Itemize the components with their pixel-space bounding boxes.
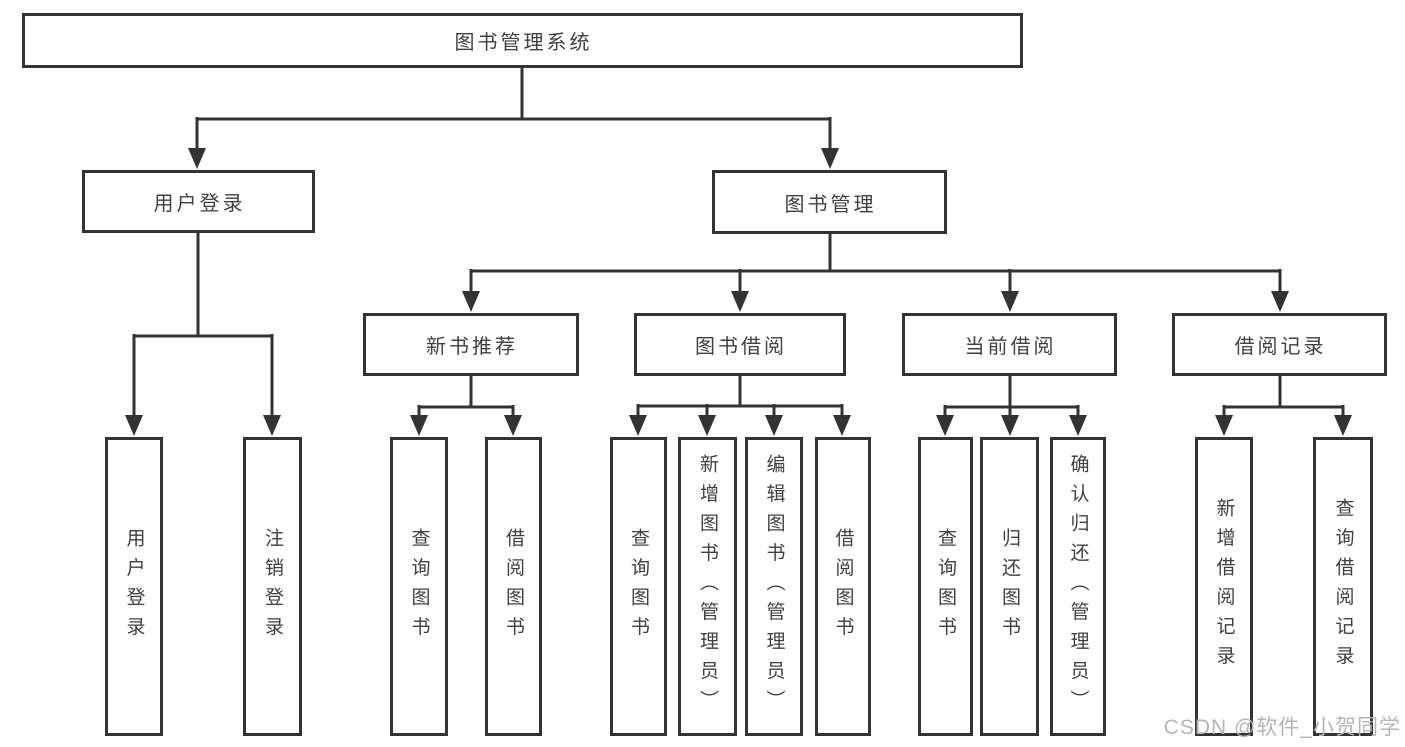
leaf-edit-books-admin: 编辑图书（管理员）	[745, 437, 803, 736]
node-label: 借阅记录	[1234, 336, 1327, 358]
leaf-user-login: 用户登录	[105, 437, 163, 736]
node-label: 新增借阅记录	[1213, 498, 1235, 675]
leaf-query-books-borrowing: 查询图书	[610, 437, 667, 736]
node-label: 新书推荐	[426, 336, 518, 358]
node-user-login: 用户登录	[82, 170, 315, 233]
leaf-borrow-books: 借阅图书	[815, 437, 871, 736]
node-label: 查询图书	[628, 527, 649, 646]
leaf-return-books: 归还图书	[980, 437, 1039, 736]
node-current-borrowing: 当前借阅	[902, 313, 1117, 376]
leaf-add-books-admin: 新增图书（管理员）	[678, 437, 737, 736]
node-label: 借阅图书	[832, 527, 854, 646]
leaf-borrow-books-recommend: 借阅图书	[485, 437, 542, 736]
node-label: 新增图书（管理员）	[697, 453, 718, 720]
node-label: 归还图书	[999, 527, 1020, 646]
csdn-watermark: CSDN @软件_小贺同学	[1163, 716, 1401, 739]
node-label: 借阅图书	[503, 527, 524, 646]
node-label: 用户登录	[153, 193, 246, 215]
node-label: 编辑图书（管理员）	[763, 453, 785, 720]
leaf-logout: 注销登录	[243, 437, 302, 736]
node-book-management: 图书管理	[712, 170, 947, 234]
node-book-borrowing: 图书借阅	[634, 313, 846, 376]
node-label: 查询图书	[408, 527, 430, 646]
node-label: 查询借阅记录	[1332, 498, 1354, 675]
leaf-query-borrow-record: 查询借阅记录	[1313, 437, 1373, 736]
leaf-query-books-current: 查询图书	[918, 437, 973, 736]
leaf-confirm-return-admin: 确认归还（管理员）	[1050, 437, 1106, 736]
node-borrowing-records: 借阅记录	[1172, 313, 1387, 376]
node-label: 确认归还（管理员）	[1067, 453, 1089, 720]
node-new-book-recommend: 新书推荐	[363, 313, 579, 376]
node-label: 图书借阅	[695, 336, 787, 358]
node-label: 图书管理系统	[454, 32, 593, 54]
leaf-add-borrow-record: 新增借阅记录	[1195, 437, 1253, 736]
node-library-management-system: 图书管理系统	[22, 13, 1023, 68]
node-label: 查询图书	[935, 527, 956, 646]
node-label: 用户登录	[123, 527, 145, 646]
node-label: 注销登录	[262, 527, 283, 646]
node-label: 图书管理	[784, 193, 877, 216]
node-label: 当前借阅	[964, 336, 1057, 358]
leaf-query-books-recommend: 查询图书	[390, 437, 448, 736]
